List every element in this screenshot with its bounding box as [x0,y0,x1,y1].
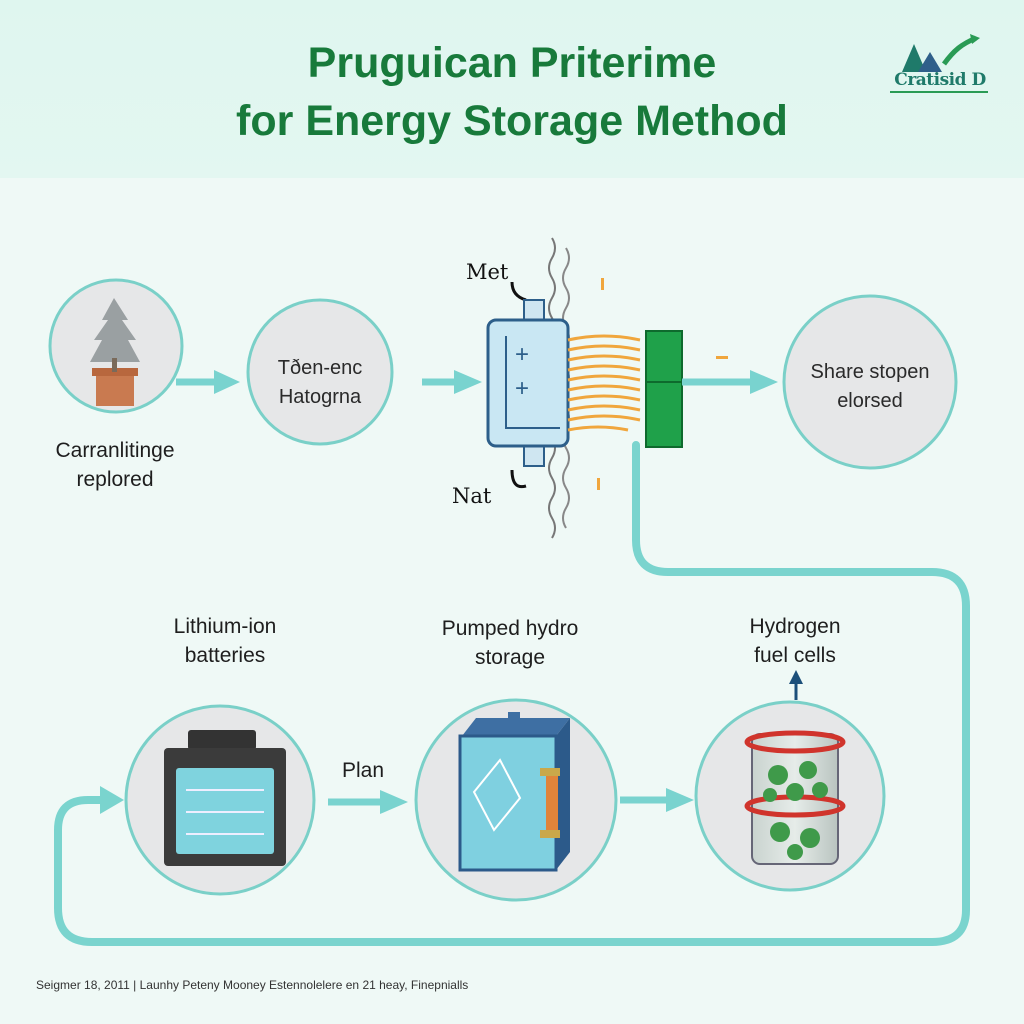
circle-plant [48,278,184,414]
battery-plus-1: + [515,341,530,368]
header-banner [0,0,1024,178]
lithium-label-line1: Lithium-ion [173,615,277,638]
circle-share-stopen [782,294,958,470]
plant-caption: Carranlitinge replored [55,439,175,491]
pumped-label-line1: Pumped hydro [441,617,579,640]
pumped-hydro-tank-icon [458,712,570,872]
return-loop-track [54,441,970,946]
footer-caption: Seigmer 18, 2011 | Launhy Peteny Mooney … [36,978,469,992]
hydrogen-barrel-icon [744,730,846,865]
page-title-line2: for Energy Storage Method [236,97,788,145]
circle2-line2: Hatogrna [278,386,362,408]
logo-icon [890,34,988,93]
hydrogen-label-line1: Hydrogen [749,615,841,638]
circle4-line2: elorsed [837,390,903,412]
pumped-label-line2: storage [474,646,546,669]
page-title-line1: Pruguican Priterime [307,39,717,87]
battery-top-label: Met [466,260,509,284]
circle2-line1: Tðen-enc [277,357,363,379]
logo-text: Cratisid D [894,70,986,90]
battery-bottom-label: Nat [452,484,492,508]
lithium-battery-icon [164,730,286,866]
battery-icon [486,281,570,489]
circle4-line1: Share stopen [810,361,930,383]
coil-wires [567,334,641,432]
battery-plus-2: + [515,375,530,402]
lithium-label-line2: batteries [184,644,266,667]
plan-arrow-label: Plan [341,759,385,782]
hydrogen-label-line2: fuel cells [754,644,836,667]
circle-halogen [246,298,394,446]
loop-arrowhead [100,786,124,814]
green-block [645,330,683,448]
